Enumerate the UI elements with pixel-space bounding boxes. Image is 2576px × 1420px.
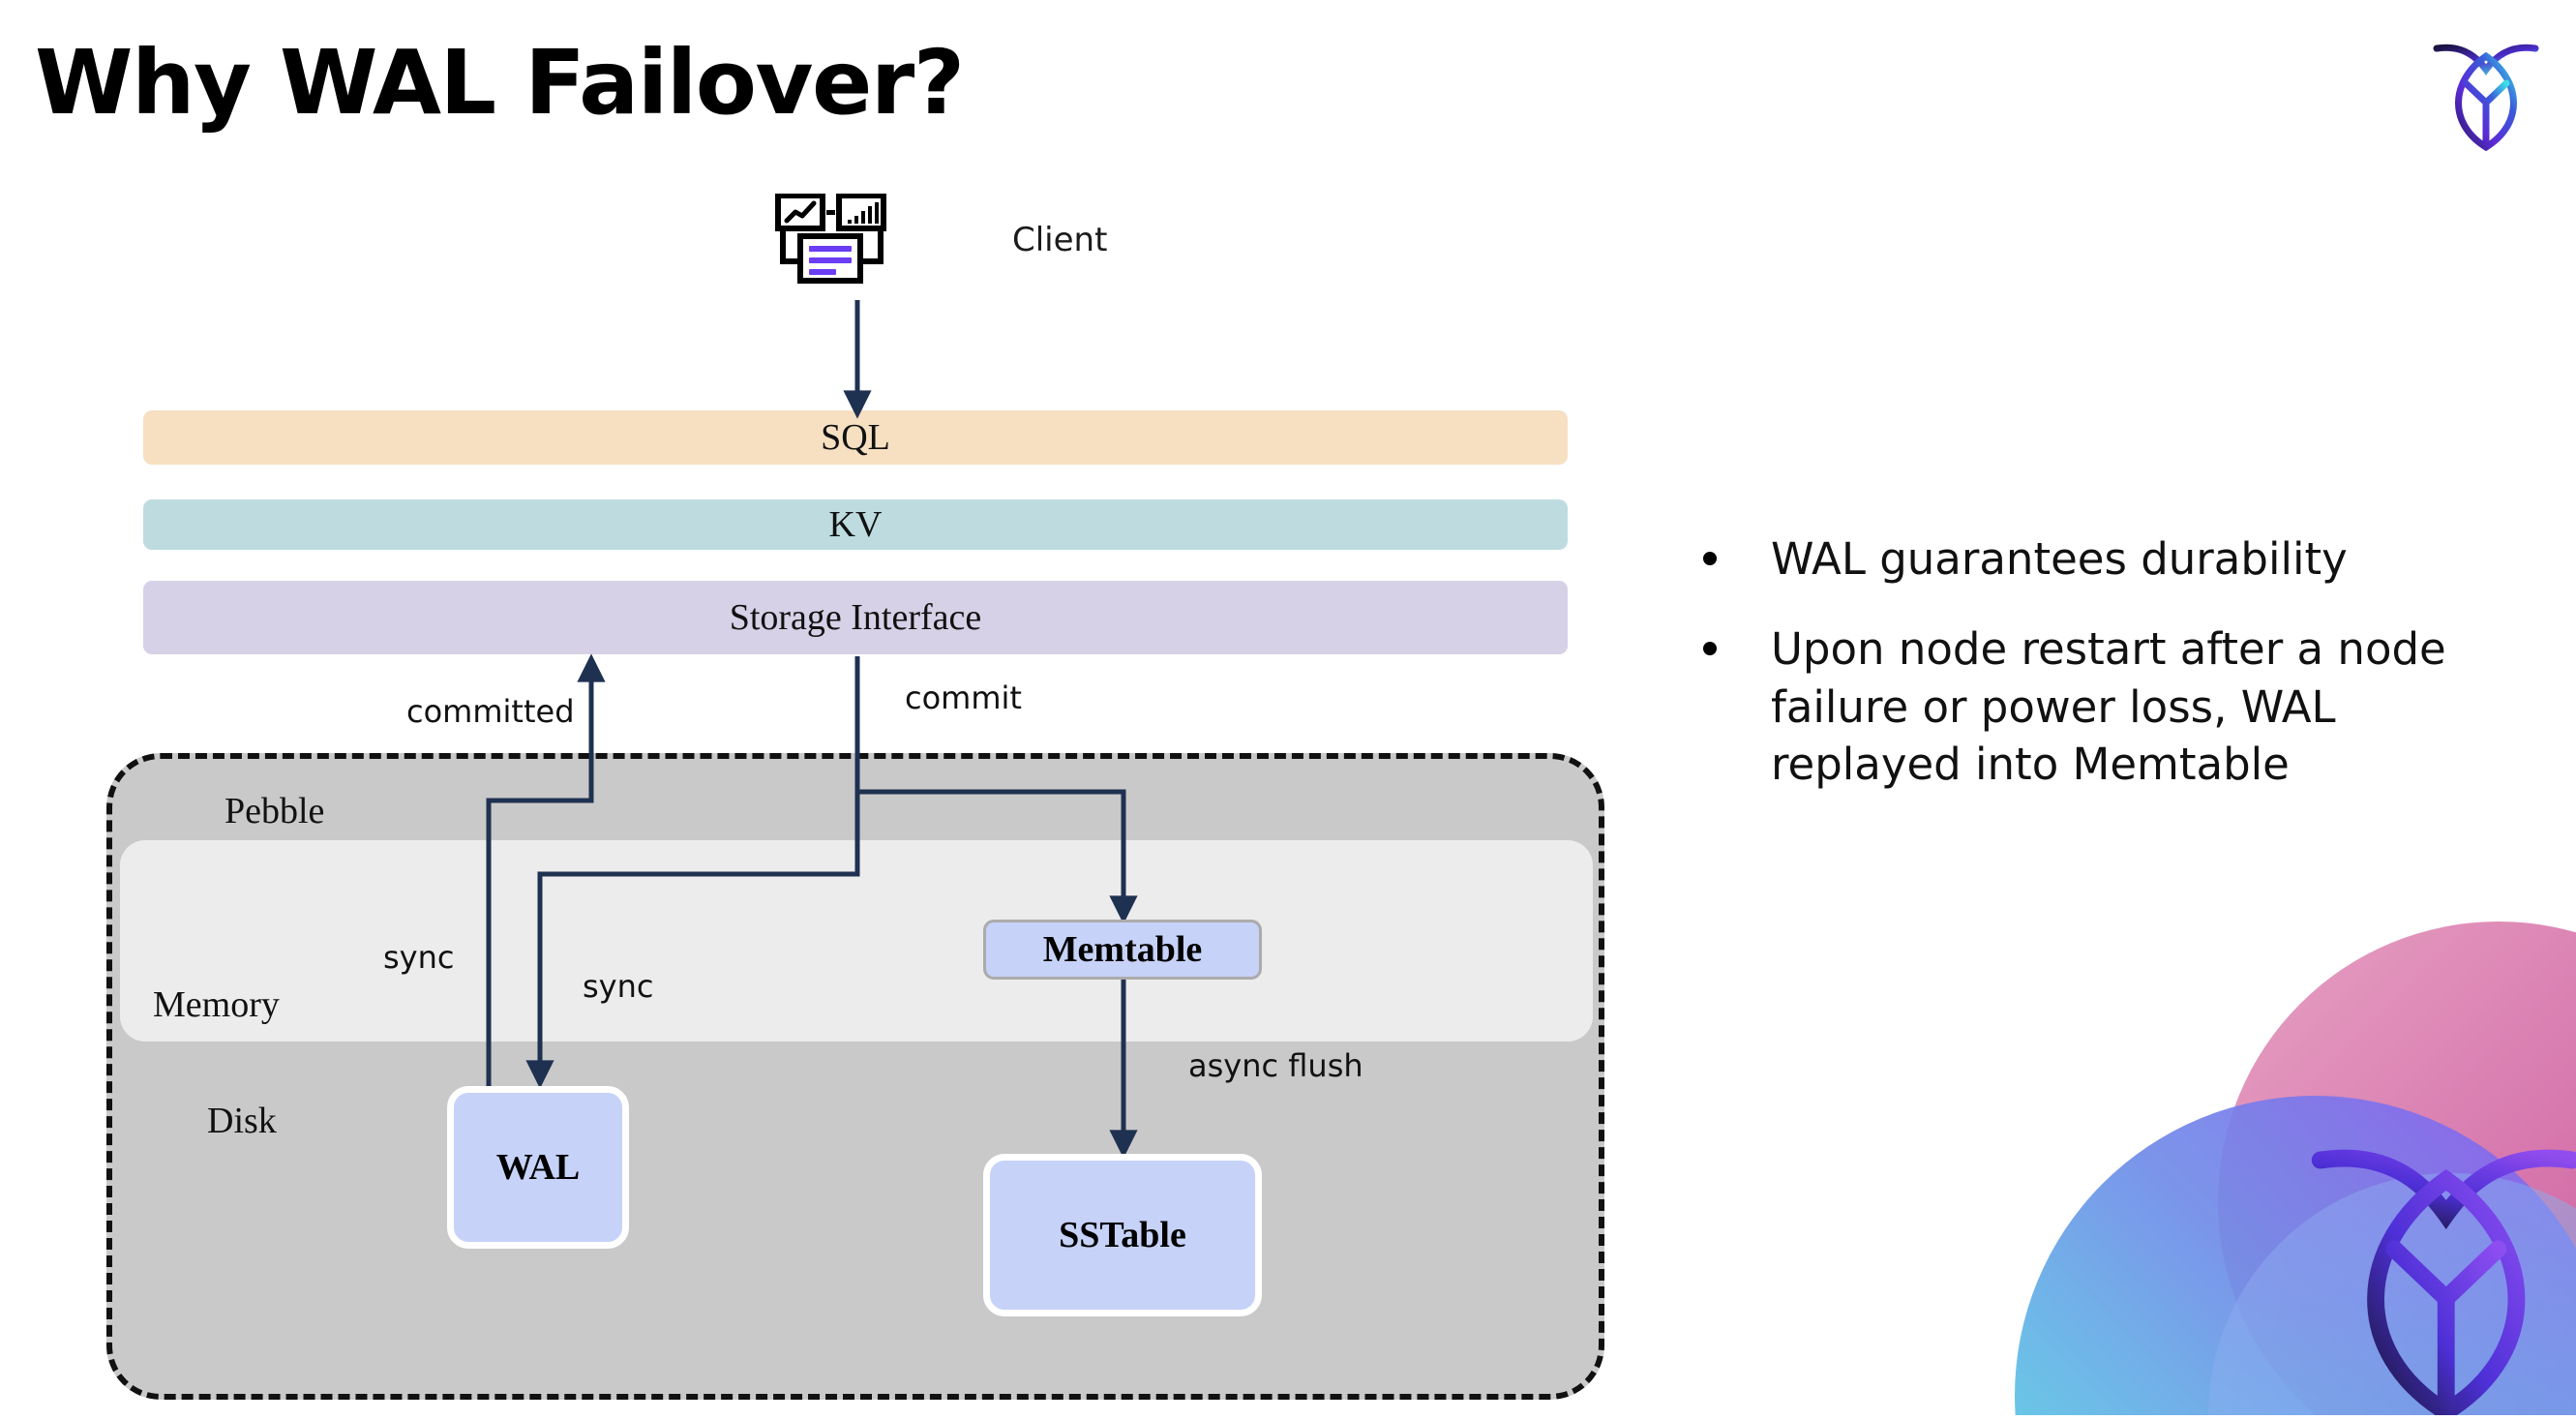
node-label-sstable: SSTable — [1059, 1215, 1186, 1255]
list-item: Upon node restart after a node failure o… — [1703, 620, 2497, 793]
edge-label-commit: commit — [905, 680, 1022, 716]
layer-label-kv: KV — [828, 504, 883, 545]
edge-label-sync-left: sync — [383, 939, 455, 976]
list-item: WAL guarantees durability — [1703, 530, 2497, 588]
memory-label: Memory — [153, 984, 280, 1025]
bullet-dot-icon — [1703, 642, 1717, 656]
layer-bar-storage-interface: Storage Interface — [143, 581, 1568, 654]
edge-label-async-flush: async flush — [1188, 1047, 1363, 1084]
cockroachdb-decorative-circles-icon — [1995, 912, 2576, 1415]
layer-bar-kv: KV — [143, 499, 1568, 550]
layer-bar-sql: SQL — [143, 410, 1568, 465]
layer-label-sql: SQL — [821, 417, 890, 458]
node-memtable: Memtable — [983, 920, 1262, 980]
memory-region — [120, 840, 1593, 1042]
edge-label-committed: committed — [406, 693, 575, 730]
bullet-list: WAL guarantees durability Upon node rest… — [1703, 530, 2497, 827]
client-terminal-icon — [774, 193, 929, 310]
node-sstable: SSTable — [983, 1154, 1262, 1316]
bullet-text: Upon node restart after a node failure o… — [1771, 623, 2446, 791]
page-title: Why WAL Failover? — [35, 31, 965, 135]
node-label-wal: WAL — [495, 1147, 581, 1188]
node-label-memtable: Memtable — [1042, 929, 1203, 970]
node-wal: WAL — [447, 1086, 629, 1249]
layer-label-storage-interface: Storage Interface — [729, 597, 982, 638]
client-label: Client — [1012, 221, 1108, 259]
pebble-label: Pebble — [225, 791, 325, 831]
bullet-text: WAL guarantees durability — [1771, 533, 2348, 585]
disk-label: Disk — [207, 1101, 277, 1141]
cockroachdb-logo-icon — [2423, 19, 2549, 155]
edge-label-sync-right: sync — [583, 968, 654, 1005]
bullet-dot-icon — [1703, 552, 1717, 565]
